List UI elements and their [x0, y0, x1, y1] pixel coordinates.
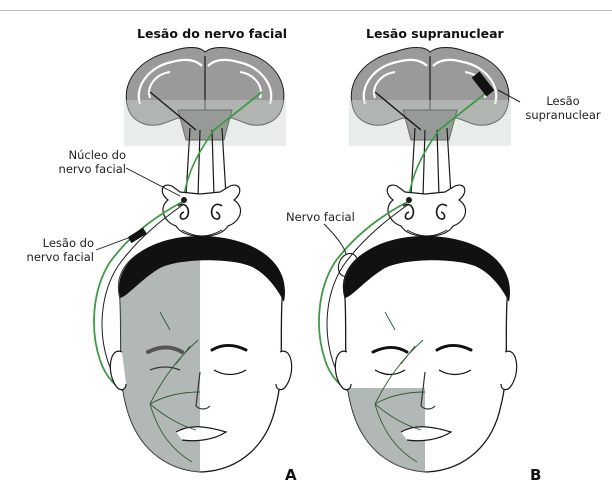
panel-b: [319, 48, 520, 481]
facial-nucleus-label-line2: nervo facial: [40, 162, 126, 176]
panel-a-title: Lesão do nervo facial: [137, 26, 287, 41]
supranuclear-lesion-label-line2: supranuclear: [520, 108, 606, 122]
facial-nerve-lesion-label: Lesão do nervo facial: [8, 236, 94, 264]
face-a: [110, 236, 292, 480]
panel-a: [94, 48, 292, 481]
supranuclear-lesion-label-line1: Lesão: [520, 94, 606, 108]
facial-nerve-label-b: Nervo facial: [286, 210, 355, 224]
panel-letter-a: A: [285, 466, 297, 484]
brain-section-b: [349, 48, 511, 147]
brain-section-a: [124, 48, 286, 147]
facial-nucleus-label: Núcleo do nervo facial: [40, 148, 126, 176]
brain-shade-b: [349, 100, 511, 146]
supranuclear-lesion-label: Lesão supranuclear: [520, 94, 606, 122]
lesion-leader-line-a: [96, 238, 128, 250]
nucleus-leader-line-a: [126, 168, 180, 196]
brain-shade-a: [124, 100, 286, 146]
face-b: [335, 236, 517, 480]
nerve-lesion-marker-a: [128, 228, 147, 243]
facial-nerve-lesion-label-line2: nervo facial: [8, 250, 94, 264]
panel-letter-b: B: [530, 466, 541, 484]
facial-nerve-lesion-label-line1: Lesão do: [8, 236, 94, 250]
facial-nucleus-label-line1: Núcleo do: [40, 148, 126, 162]
panel-b-title: Lesão supranuclear: [366, 26, 504, 41]
